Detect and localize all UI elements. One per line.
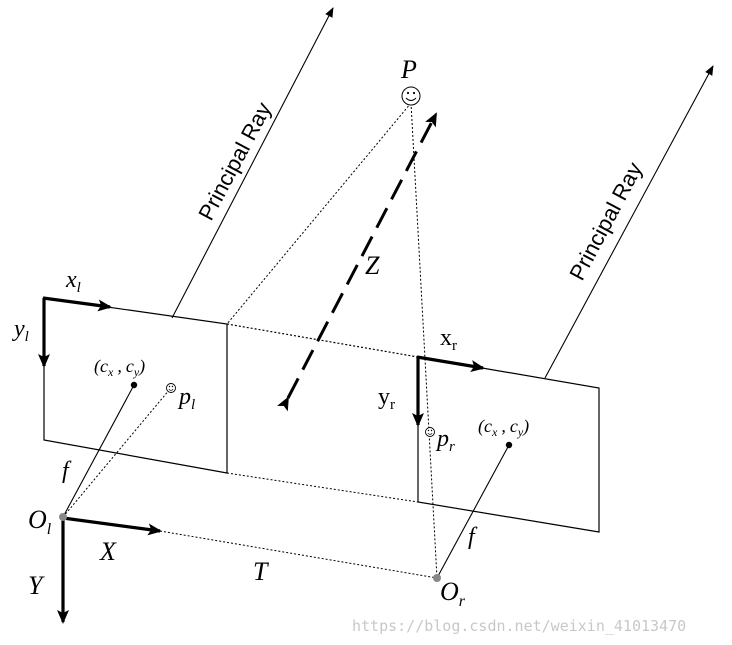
focal-line-right (436, 444, 510, 579)
smiley-face-icon (425, 427, 435, 437)
z-axis-line (277, 112, 438, 412)
ray-P-to-right-origin (410, 102, 438, 579)
focal-left-label: f (62, 458, 72, 484)
origin-left-dot (59, 513, 67, 521)
principal-point-right-label: (cx,cy) (478, 416, 529, 439)
epipolar-line-bottom (226, 472, 419, 503)
right-image-plane (417, 356, 600, 533)
baseline-label: T (253, 557, 269, 586)
world-y-label: Y (28, 571, 45, 600)
focal-line-left (62, 384, 135, 518)
x-left-axis (42, 296, 112, 312)
y-right-label: yr (378, 384, 395, 413)
world-x-axis (62, 516, 162, 536)
principal-point-left-label: (cx,cy) (94, 356, 145, 379)
x-right-axis (416, 355, 485, 372)
smiley-face-icon (401, 86, 421, 106)
point-P-label: P (400, 55, 417, 84)
principal-ray-left-label: Principal Ray (193, 98, 276, 224)
x-left-label: xl (65, 267, 81, 296)
focal-right-label: f (468, 524, 478, 550)
principal-point-left-dot (130, 381, 138, 389)
image-point-right-label: pr (435, 426, 455, 455)
origin-right-label: Or (440, 577, 466, 610)
x-right-label: xr (440, 325, 457, 354)
baseline-line (159, 530, 438, 579)
origin-right-dot (433, 574, 441, 582)
smiley-face-icon (166, 383, 176, 393)
watermark-text: https://blog.csdn.net/weixin_41013470 (352, 617, 686, 635)
world-x-label: X (99, 537, 117, 566)
origin-left-label: Ol (28, 505, 52, 538)
z-axis-label: Z (365, 251, 380, 280)
principal-ray-right-line (544, 65, 714, 379)
y-left-label: yl (12, 316, 29, 345)
principal-ray-left-line (171, 7, 334, 319)
image-point-left-label: pl (177, 384, 195, 413)
principal-point-right-dot (505, 441, 513, 449)
